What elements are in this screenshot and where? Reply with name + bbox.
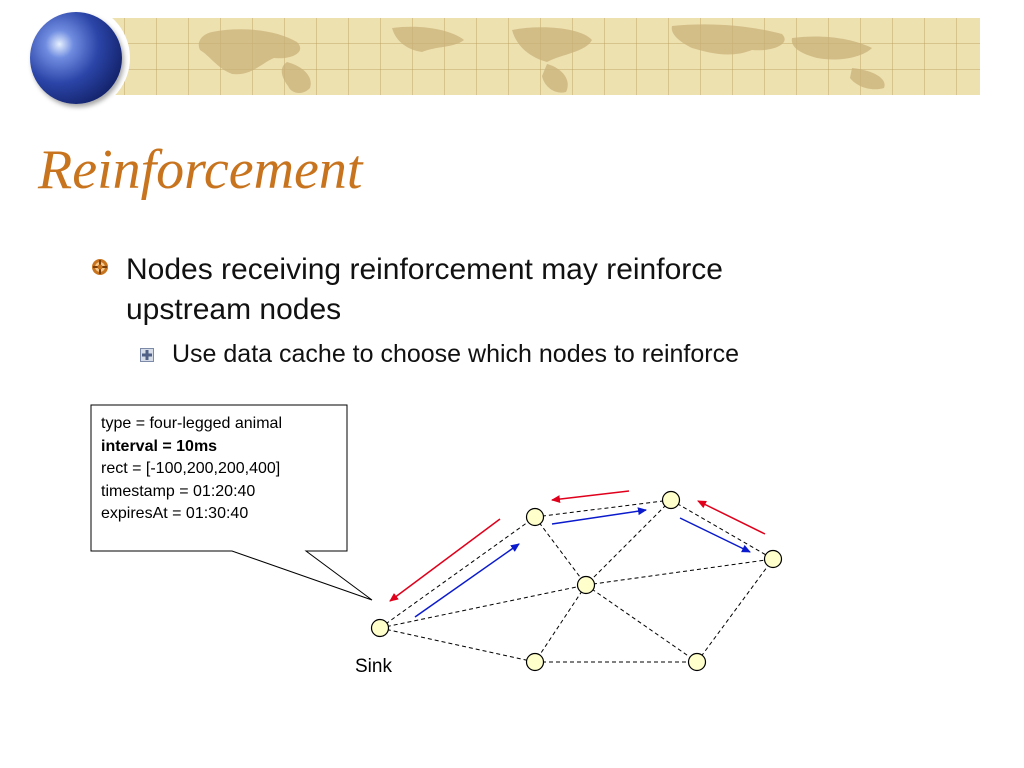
reinforce-arrow (389, 518, 501, 602)
callout-text: type = four-legged animal interval = 10m… (101, 413, 282, 526)
edge (696, 558, 774, 663)
globe-icon (30, 12, 122, 104)
callout-line-timestamp: timestamp = 01:20:40 (101, 482, 256, 500)
edge (534, 584, 587, 663)
edge (585, 499, 672, 586)
header-banner (92, 18, 980, 95)
edge (379, 584, 587, 629)
edge (585, 584, 698, 663)
network-node (576, 575, 596, 595)
reinforce-arrow (551, 490, 630, 504)
sink-label: Sink (355, 656, 392, 677)
network-node (525, 507, 545, 527)
edge (534, 499, 672, 518)
edge (379, 627, 536, 663)
bullet-level-2: Use data cache to choose which nodes to … (172, 340, 740, 368)
reinforcement-arrows (389, 490, 766, 602)
network-node (763, 549, 783, 569)
callout-line-rect: rect = [-100,200,200,400] (101, 460, 281, 477)
callout-box (90, 404, 373, 601)
edge (585, 558, 774, 586)
data-arrows (414, 507, 751, 618)
edge (534, 516, 587, 586)
callout-line-interval: interval = 10ms (101, 437, 218, 455)
network-edges (379, 499, 774, 663)
data-arrow (551, 507, 647, 525)
edge (670, 499, 774, 560)
network-node (661, 490, 681, 510)
sub-bullet-square-icon (140, 348, 154, 362)
network-node (525, 652, 545, 672)
callout-line-type: type = four-legged animal (101, 415, 282, 432)
sink-node (370, 618, 390, 638)
network-node (687, 652, 707, 672)
reinforce-arrow (697, 500, 766, 535)
data-arrow (679, 517, 751, 553)
callout-line-expires: expiresAt = 01:30:40 (101, 505, 249, 522)
data-arrow (414, 543, 520, 618)
network-nodes (370, 490, 783, 672)
bullet-level-1: Nodes receiving reinforcement may reinfo… (126, 253, 723, 326)
edge (379, 516, 536, 629)
world-map-graphic (198, 24, 885, 94)
slide-title: Reinforcement (38, 139, 363, 201)
bullet-gear-icon (92, 259, 108, 275)
